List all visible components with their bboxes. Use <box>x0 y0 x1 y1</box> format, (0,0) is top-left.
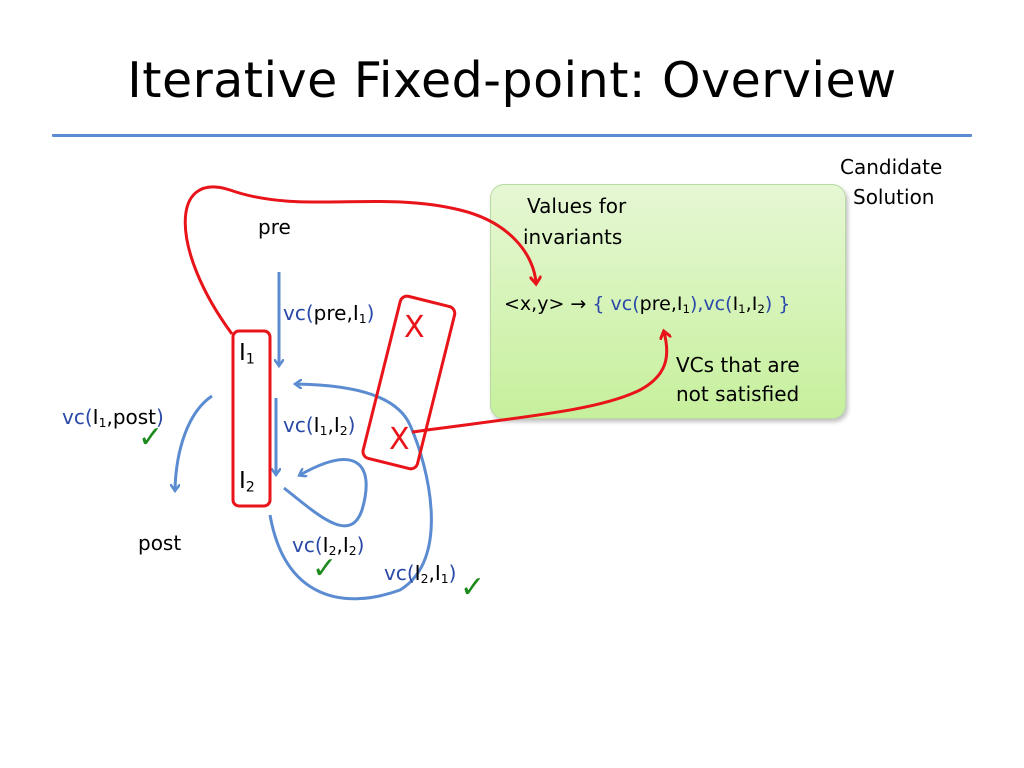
node-i2: I2 <box>239 468 255 496</box>
comma: , <box>428 561 435 585</box>
paren: ) <box>689 293 698 315</box>
subscript: 2 <box>339 423 348 439</box>
vc-i1-i2-label: vc(I1,I2) <box>283 413 355 437</box>
comma: , <box>336 533 343 557</box>
subscript: 1 <box>245 351 255 368</box>
arg: I <box>732 293 739 315</box>
subscript: 1 <box>358 311 367 327</box>
vc-i2-i2-label: vc(I2,I2) <box>292 533 364 557</box>
formula-tuple: <x,y> <box>504 293 565 315</box>
candidate-label-line1: Candidate <box>840 155 943 179</box>
subscript: 2 <box>348 543 357 559</box>
check-mark-icon: ✓ <box>460 570 486 605</box>
failed-vcs-highlight-box <box>361 294 457 471</box>
x-mark-icon: X <box>389 422 410 457</box>
comma: , <box>346 301 353 325</box>
x-mark-icon: X <box>404 310 425 345</box>
node-letter: I <box>239 340 246 366</box>
paren: ) <box>156 405 164 429</box>
vc-text: vc <box>292 533 315 557</box>
arg: I <box>333 413 340 437</box>
vc-i2-i1-label: vc(I2,I1) <box>384 561 456 585</box>
arrow-i1-to-values <box>183 185 536 335</box>
formula-brace-open: { <box>592 293 605 315</box>
node-i1: I1 <box>239 340 255 368</box>
subscript: 2 <box>420 571 429 587</box>
arg: I <box>322 533 329 557</box>
paren: ) <box>356 533 365 557</box>
comma: , <box>670 293 677 315</box>
edge-i1-to-post <box>175 394 213 490</box>
arg: I <box>313 413 320 437</box>
arg: I <box>434 561 441 585</box>
subscript: 1 <box>682 301 690 316</box>
values-label-line1: Values for <box>527 194 627 218</box>
paren: ( <box>725 293 733 315</box>
title-underline <box>52 134 972 137</box>
paren: ( <box>305 301 314 325</box>
arg: pre <box>313 301 347 325</box>
paren: ) <box>448 561 457 585</box>
subscript: 1 <box>440 571 449 587</box>
comma: , <box>327 413 334 437</box>
arg: I <box>414 561 421 585</box>
subscript: 2 <box>757 301 765 316</box>
vc-pre-i1-label: vc(pre,I1) <box>283 301 374 325</box>
subscript: 2 <box>245 479 255 496</box>
formula-arrow: → <box>570 293 587 315</box>
vcs-label-line2: not satisfied <box>676 382 800 406</box>
vc-text: vc <box>283 413 306 437</box>
arg: I <box>676 293 683 315</box>
arg: I <box>342 533 349 557</box>
arg: I <box>352 301 359 325</box>
values-label-line2: invariants <box>523 225 623 249</box>
comma: , <box>106 405 113 429</box>
comma: , <box>745 293 752 315</box>
candidate-label-line2: Solution <box>853 185 935 209</box>
vc-i1-post-label: vc(I1,post) <box>62 405 164 429</box>
i1-i2-highlight-box <box>231 329 272 508</box>
paren: ( <box>305 413 314 437</box>
formula-vc: vc <box>610 293 633 315</box>
arg: I <box>751 293 758 315</box>
slide-title: Iterative Fixed-point: Overview <box>127 52 897 109</box>
candidate-solution-box <box>490 184 846 419</box>
vc-text: vc <box>384 561 407 585</box>
node-letter: I <box>239 468 246 494</box>
arrow-failed-to-vcs <box>411 332 667 434</box>
formula-brace-close: } <box>778 293 791 315</box>
subscript: 2 <box>328 543 337 559</box>
subscript: 1 <box>98 415 107 431</box>
vc-text: vc <box>283 301 306 325</box>
paren: ( <box>406 561 415 585</box>
node-post: post <box>138 531 182 555</box>
subscript: 1 <box>319 423 328 439</box>
paren: ( <box>314 533 323 557</box>
vcs-label-line1: VCs that are <box>676 353 800 377</box>
formula-vc: vc <box>703 293 726 315</box>
arg: I <box>92 405 99 429</box>
edge-i2-self-loop <box>283 458 368 528</box>
candidate-formula: <x,y> → { vc(pre,I1),vc(I1,I2) } <box>504 293 790 315</box>
arg: pre <box>639 293 671 315</box>
paren: ) <box>347 413 356 437</box>
arg: post <box>112 405 157 429</box>
comma: , <box>697 293 704 315</box>
node-pre: pre <box>258 215 291 239</box>
paren: ( <box>84 405 93 429</box>
paren: ) <box>764 293 773 315</box>
vc-text: vc <box>62 405 85 429</box>
paren: ( <box>632 293 640 315</box>
edge-i2-to-i1 <box>268 384 433 601</box>
check-mark-icon: ✓ <box>312 551 338 586</box>
subscript: 1 <box>738 301 746 316</box>
paren: ) <box>366 301 375 325</box>
check-mark-icon: ✓ <box>138 420 164 455</box>
